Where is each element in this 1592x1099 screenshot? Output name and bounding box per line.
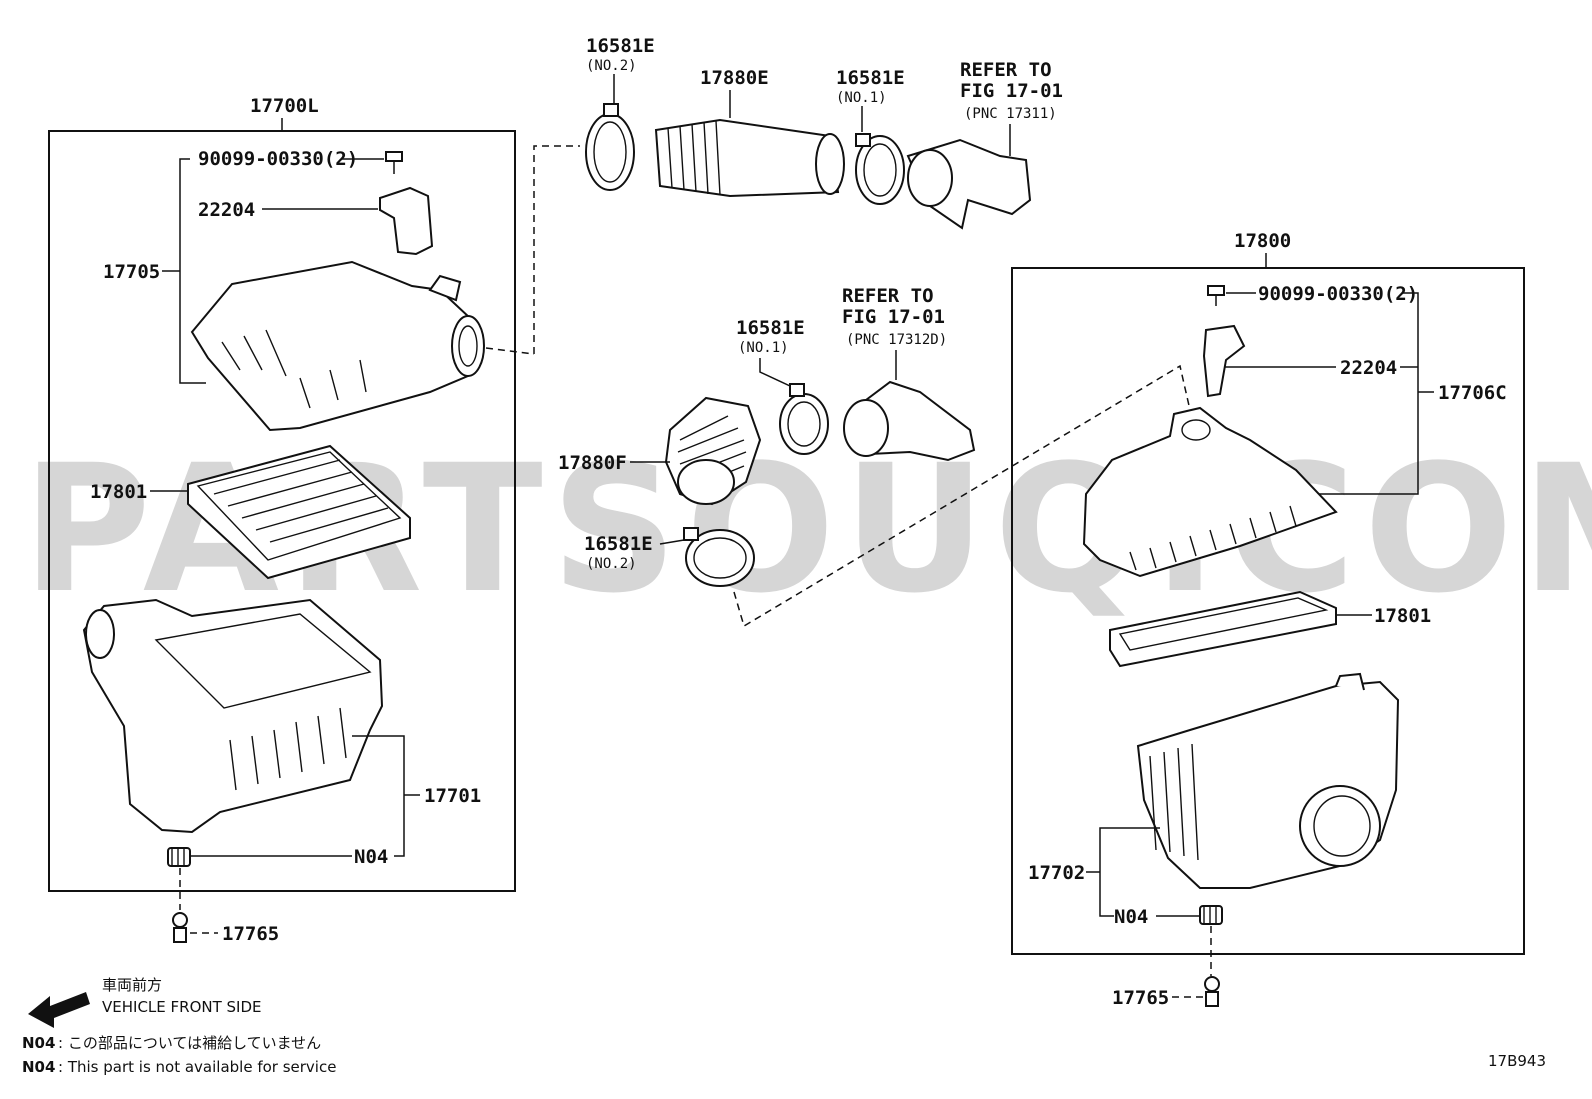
hose-clamp-icon	[683, 527, 755, 587]
note-en-text: : This part is not available for service	[58, 1058, 336, 1076]
label-grommet-left: N04	[354, 846, 388, 868]
note-en-code: N04	[22, 1058, 55, 1076]
air-cleaner-cap-icon	[190, 260, 485, 432]
grommet-icon	[167, 847, 191, 867]
svg-text:FIG 17-01: FIG 17-01	[960, 80, 1063, 102]
hose-clamp-icon	[779, 383, 829, 455]
label-filter-right: 17801	[1374, 605, 1431, 627]
svg-text:REFER TO: REFER TO	[960, 59, 1052, 81]
label-case-right: 17702	[1028, 862, 1085, 884]
note-jp-code: N04	[22, 1034, 55, 1052]
refer-to-figure-mid: REFER TO FIG 17-01 (PNC 17312D)	[842, 285, 947, 348]
label-hose-top: 17880E	[700, 67, 769, 89]
front-arrow-icon	[28, 992, 90, 1028]
intake-hose-icon	[654, 118, 845, 198]
label-grommet-right: N04	[1114, 906, 1148, 928]
legend-front-en: VEHICLE FRONT SIDE	[102, 998, 262, 1016]
refer-to-figure-top: REFER TO FIG 17-01 (PNC 17311)	[960, 59, 1063, 122]
label-bolt-left: 90099-00330(2)	[198, 148, 358, 170]
air-cleaner-cap-icon	[1082, 406, 1338, 578]
mount-bolt-icon	[172, 912, 188, 943]
label-filter-left: 17801	[90, 481, 147, 503]
label-clamp-top-no1: 16581E	[836, 67, 905, 89]
assembly-box-right	[1011, 267, 1525, 955]
duct-icon	[906, 138, 1032, 230]
label-clamp-mid-no1-sub: (NO.1)	[738, 340, 789, 356]
label-mount-right: 17765	[1112, 987, 1169, 1009]
intake-hose-icon	[664, 396, 762, 506]
assembly-title-left: 17700L	[250, 95, 319, 117]
assembly-title-right: 17800	[1234, 230, 1291, 252]
label-clamp-mid-no2-sub: (NO.2)	[586, 556, 637, 572]
svg-text:(PNC 17312D): (PNC 17312D)	[846, 332, 947, 348]
note-jp-text: : この部品については補給していません	[58, 1034, 321, 1052]
grommet-icon	[1199, 905, 1223, 925]
airflow-sensor-icon	[379, 186, 434, 256]
bolt-icon	[1207, 285, 1225, 306]
svg-text:FIG 17-01: FIG 17-01	[842, 306, 945, 328]
duct-icon	[843, 380, 976, 462]
label-clamp-mid-no2: 16581E	[584, 533, 653, 555]
air-filter-icon	[187, 444, 411, 580]
label-case-left: 17701	[424, 785, 481, 807]
hose-clamp-icon	[855, 133, 905, 205]
air-cleaner-case-icon	[1136, 672, 1400, 889]
label-clamp-top-no2: 16581E	[586, 35, 655, 57]
svg-text:REFER TO: REFER TO	[842, 285, 934, 307]
label-mount-left: 17765	[222, 923, 279, 945]
label-clamp-top-no1-sub: (NO.1)	[836, 90, 887, 106]
air-cleaner-case-icon	[82, 598, 384, 834]
air-filter-icon	[1109, 590, 1337, 668]
bolt-icon	[385, 151, 403, 174]
mount-bolt-icon	[1204, 976, 1220, 1007]
label-sensor-left: 22204	[198, 199, 255, 221]
label-clamp-top-no2-sub: (NO.2)	[586, 58, 637, 74]
label-sensor-right: 22204	[1340, 357, 1397, 379]
label-bolt-right: 90099-00330(2)	[1258, 283, 1418, 305]
figure-id: 17B943	[1488, 1052, 1546, 1070]
label-cap-left: 17705	[103, 261, 160, 283]
svg-text:(PNC 17311): (PNC 17311)	[964, 106, 1057, 122]
legend-front-jp: 車両前方	[102, 976, 162, 994]
label-hose-mid: 17880F	[558, 452, 627, 474]
label-cap-right: 17706C	[1438, 382, 1507, 404]
label-clamp-mid-no1: 16581E	[736, 317, 805, 339]
hose-clamp-icon	[585, 103, 635, 191]
airflow-sensor-icon	[1202, 324, 1246, 398]
